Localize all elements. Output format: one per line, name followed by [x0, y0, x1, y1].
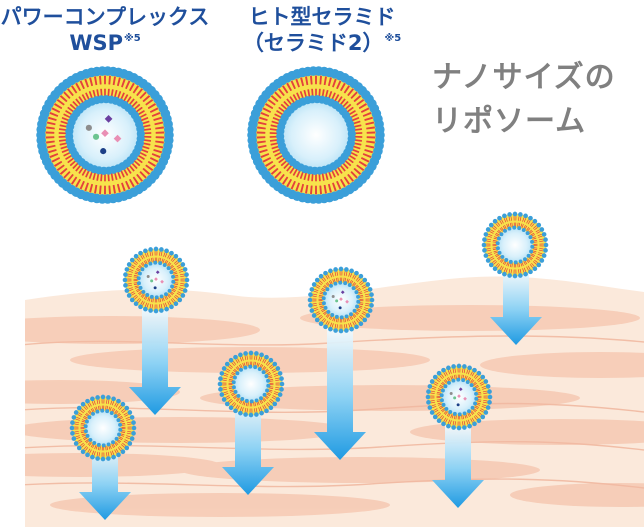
penetration-arrows	[79, 265, 542, 520]
liposome-small-3	[217, 350, 285, 418]
liposome-small-2	[69, 394, 137, 462]
arrow-down-2	[79, 440, 131, 520]
wsp-footnote-mark: ※5	[124, 33, 141, 45]
liposome-group	[36, 66, 549, 462]
arrow-down-4	[314, 320, 366, 460]
liposome-ceramide	[247, 66, 385, 204]
arrow-down-5	[432, 420, 484, 508]
wsp-label: パワーコンプレックス WSP※5	[0, 4, 210, 57]
arrow-down-3	[222, 392, 274, 495]
nano-label-line1: ナノサイズの	[432, 60, 616, 95]
ceramide-label: ヒト型セラミド （セラミド2）※5	[222, 4, 422, 57]
liposome-small-1	[122, 246, 190, 314]
liposome-wsp	[36, 66, 174, 204]
wsp-title: パワーコンプレックス	[0, 5, 210, 29]
ceramide-title: ヒト型セラミド	[248, 5, 396, 29]
ceramide-subtitle: （セラミド2）	[242, 31, 384, 56]
ceramide-footnote-mark: ※5	[384, 33, 402, 45]
liposome-small-4	[307, 266, 375, 334]
arrow-down-6	[490, 265, 542, 345]
nano-label-line2: リポソーム	[432, 103, 587, 139]
liposome-small-6	[481, 211, 549, 279]
liposome-small-5	[425, 363, 493, 431]
nano-liposome-label: ナノサイズの リポソーム	[432, 56, 616, 143]
arrow-down-1	[129, 300, 181, 415]
wsp-subtitle: WSP	[69, 31, 123, 56]
